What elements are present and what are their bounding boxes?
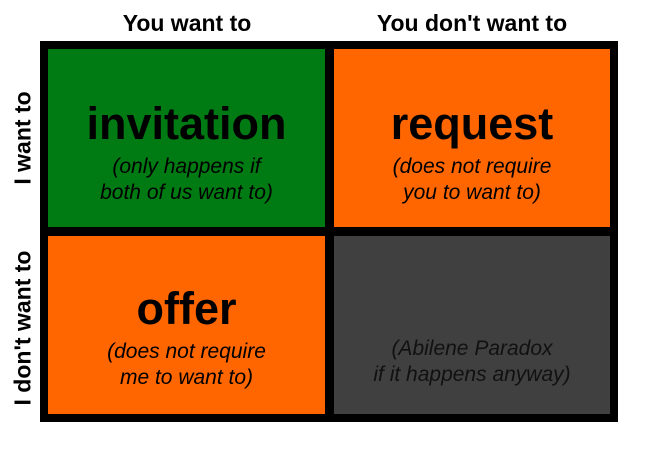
cell-subtitle: if it happens anyway)	[373, 363, 571, 386]
row-header-i-dont-want: I don't want to	[9, 250, 36, 406]
cell-request: request (does not require you to want to…	[334, 49, 610, 227]
cell-title: offer	[136, 283, 237, 334]
cell-subtitle: you to want to)	[403, 181, 541, 204]
column-header-you-dont-want: You don't want to	[376, 10, 568, 36]
column-header-you-want: You want to	[122, 10, 252, 36]
matrix-grid: invitation (only happens if both of us w…	[40, 41, 618, 422]
row-header-i-want: I want to	[9, 91, 36, 185]
cell-abilene-paradox: (Abilene Paradox if it happens anyway)	[334, 236, 610, 414]
cell-offer: offer (does not require me to want to)	[48, 236, 325, 414]
cell-subtitle: (does not require	[107, 340, 266, 363]
cell-subtitle: both of us want to)	[100, 181, 273, 204]
cell-subtitle: (Abilene Paradox	[391, 337, 553, 360]
cell-title: invitation	[86, 98, 287, 149]
cell-title: request	[390, 98, 554, 149]
cell-subtitle: (does not require	[392, 155, 552, 178]
cell-invitation: invitation (only happens if both of us w…	[48, 49, 325, 227]
cell-subtitle: me to want to)	[119, 366, 254, 389]
cell-subtitle: (only happens if	[112, 155, 261, 178]
